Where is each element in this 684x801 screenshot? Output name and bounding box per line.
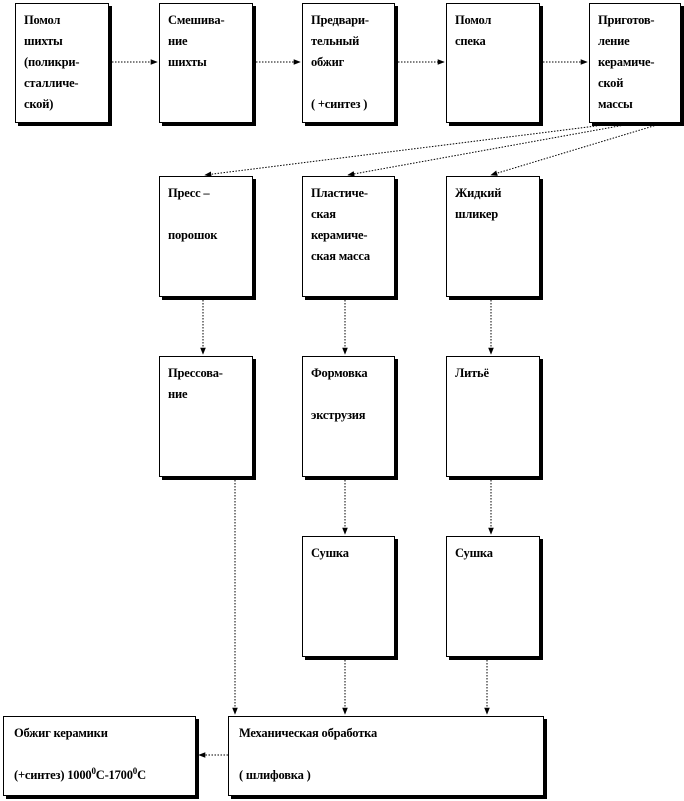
box-molding-extrusion: Формовка экструзия (302, 356, 395, 477)
box-preliminary-firing: Предвари- тельный обжиг ( +синтез ) (302, 3, 395, 123)
box-press-powder: Пресс – порошок (159, 176, 253, 297)
box-drying-2: Сушка (446, 536, 540, 657)
arrow-r1c5-r2c2 (347, 123, 631, 177)
box-charge-grinding: Помол шихты (поликри- сталличе- ской) (15, 3, 109, 123)
box-charge-mixing: Смешива- ние шихты (159, 3, 253, 123)
mech-title: Механическая обработка (239, 726, 377, 740)
arrow-r1c5-r2c3 (490, 123, 661, 176)
box-cake-grinding: Помол спека (446, 3, 540, 123)
box-drying-1: Сушка (302, 536, 395, 657)
firing-conditions: (+синтез) 10000С-17000С (14, 765, 146, 782)
mech-detail: ( шлифовка ) (239, 768, 311, 782)
box-pressing: Прессова- ние (159, 356, 253, 477)
arrow-r1c5-r2c1 (204, 123, 613, 177)
box-casting: Литьё (446, 356, 540, 477)
box-ceramic-mass-preparation: Приготов- ление керамиче- ской массы (589, 3, 681, 123)
box-plastic-ceramic-mass: Пластиче- ская керамиче- ская масса (302, 176, 395, 297)
box-liquid-slip: Жидкий шликер (446, 176, 540, 297)
box-ceramic-firing: Обжиг керамики (+синтез) 10000С-17000С (3, 716, 196, 796)
firing-title: Обжиг керамики (14, 726, 108, 740)
box-mechanical-processing: Механическая обработка ( шлифовка ) (228, 716, 544, 796)
